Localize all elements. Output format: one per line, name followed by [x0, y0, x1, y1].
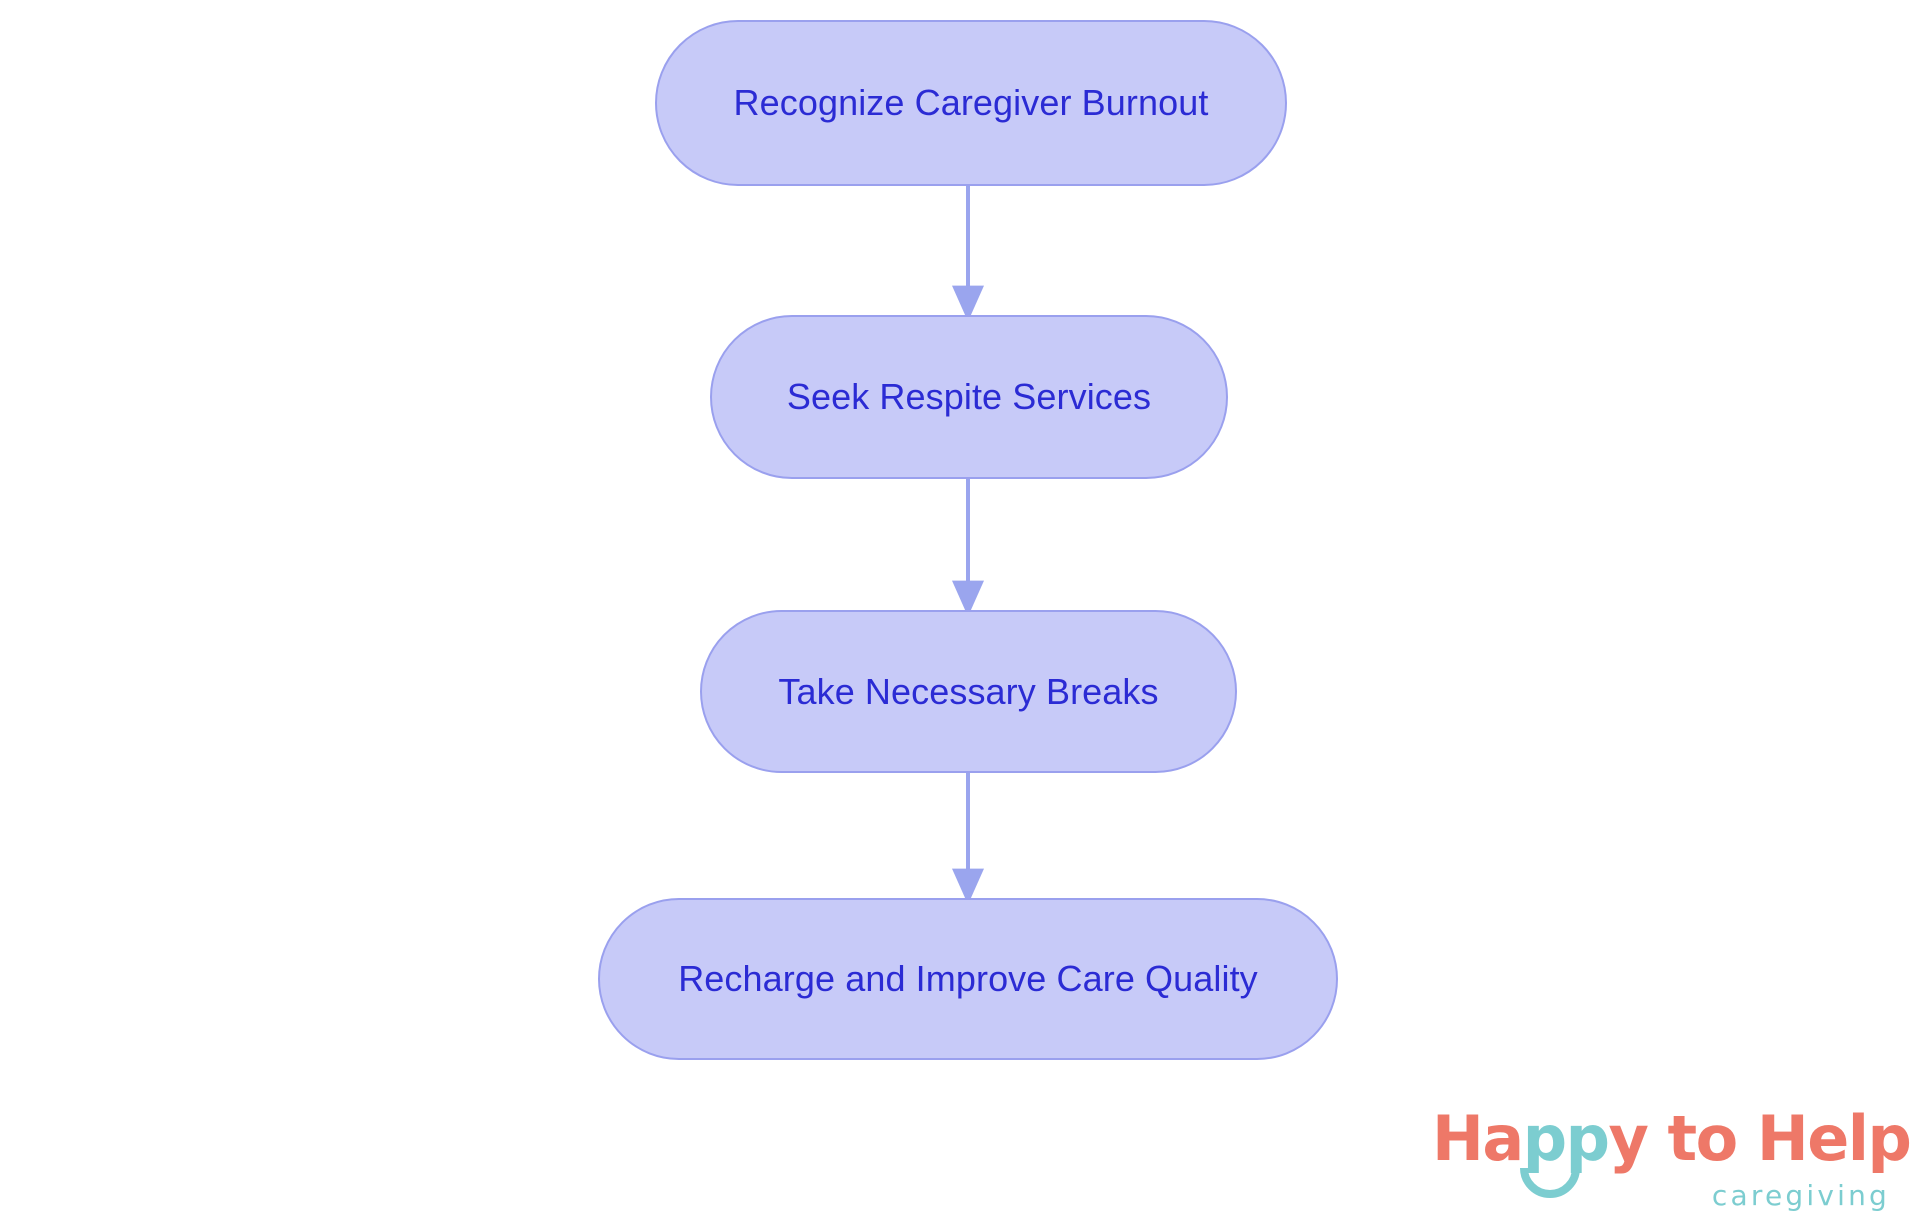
flow-node-take-necessary-breaks[interactable]: Take Necessary Breaks: [700, 610, 1237, 773]
flow-node-label: Recognize Caregiver Burnout: [733, 82, 1209, 124]
flow-node-label: Recharge and Improve Care Quality: [678, 958, 1258, 1000]
flow-node-recognize-caregiver-burnout[interactable]: Recognize Caregiver Burnout: [655, 20, 1287, 186]
flow-node-label: Seek Respite Services: [786, 376, 1152, 418]
logo-word-ha: Ha: [1432, 1102, 1524, 1175]
brand-logo: Happy to Help caregiving: [1432, 1108, 1912, 1212]
logo-wordmark: Happy to Help: [1432, 1108, 1912, 1198]
logo-word-y-to-help: y to Help: [1608, 1102, 1912, 1175]
smile-icon: [1520, 1167, 1580, 1198]
logo-word-pp: pp: [1522, 1102, 1610, 1175]
flow-node-label: Take Necessary Breaks: [778, 670, 1159, 712]
logo-tagline: caregiving: [1711, 1179, 1890, 1212]
flow-node-seek-respite-services[interactable]: Seek Respite Services: [710, 315, 1228, 479]
flow-node-recharge-and-improve-care-quality[interactable]: Recharge and Improve Care Quality: [598, 898, 1338, 1060]
